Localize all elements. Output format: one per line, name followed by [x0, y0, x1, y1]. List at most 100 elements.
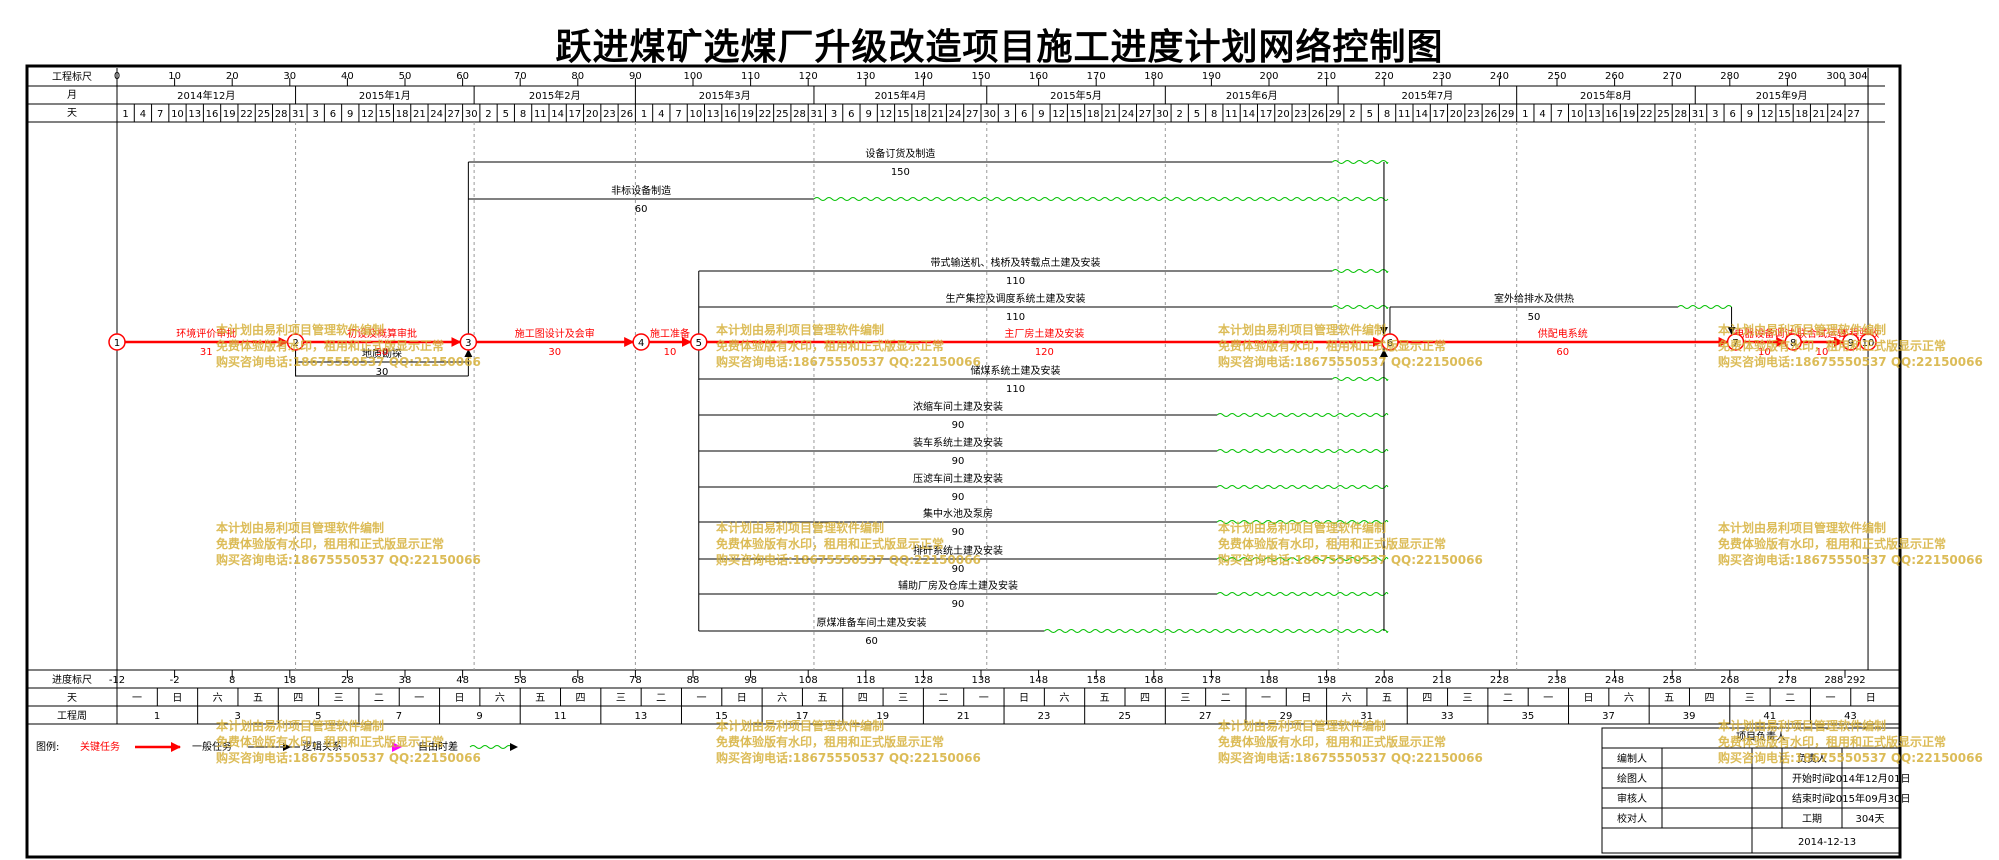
day-cell: 18 [396, 109, 409, 120]
event-node [1859, 333, 1877, 351]
progress-tick-label: 208 [1375, 675, 1394, 686]
critical-task-name: 供配电系统 [1538, 327, 1588, 340]
event-node-label: 6 [1387, 338, 1393, 349]
legend-label: 图例: [36, 740, 59, 753]
scale-tick-label: 110 [741, 71, 760, 82]
day-cell: 21 [413, 109, 426, 120]
scale-tick-label: 300 304 [1826, 71, 1867, 82]
critical-task-name: 施工准备 [650, 327, 690, 340]
weekday-cell: 日 [1301, 693, 1311, 704]
scale-tick-label: 70 [514, 71, 527, 82]
free-float [1332, 160, 1389, 164]
info-row-key: 负责人 [1797, 752, 1827, 765]
day-cell: 19 [741, 109, 754, 120]
day-cell: 25 [776, 109, 789, 120]
watermark-text: 购买咨询电话:18675550537 QQ:22150066 [1718, 750, 1983, 765]
month-cell: 2015年5月 [1050, 89, 1102, 102]
watermark-text: 购买咨询电话:18675550537 QQ:22150066 [716, 354, 981, 369]
event-node [1381, 333, 1399, 351]
day-cell: 6 [330, 109, 336, 120]
progress-tick-label: 168 [1144, 675, 1163, 686]
weekday-cell: 日 [1584, 693, 1594, 704]
weekday-cell: 三 [1745, 693, 1755, 704]
general-task-duration: 50 [1528, 312, 1541, 323]
free-float [1216, 592, 1389, 596]
general-task-name: 设备订货及制造 [865, 147, 935, 160]
project-week-cell: 37 [1602, 711, 1615, 722]
day-cell: 20 [586, 109, 599, 120]
month-cell: 2015年6月 [1226, 89, 1278, 102]
general-task-duration: 150 [891, 167, 910, 178]
weekday-cell: 一 [1825, 693, 1835, 704]
day-cell: 12 [1761, 109, 1774, 120]
progress-tick-label: 148 [1029, 675, 1048, 686]
legend-critical-label: 关键任务 [80, 740, 120, 753]
day-cell: 19 [1623, 109, 1636, 120]
day-cell: 3 [312, 109, 318, 120]
scale-tick-label: 80 [571, 71, 584, 82]
watermark-text: 免费体验版有水印，租用和正式版显示正常 [1218, 338, 1446, 353]
weekday-cell: 三 [898, 693, 908, 704]
day-cell: 3 [1004, 109, 1010, 120]
day-cell: 9 [347, 109, 353, 120]
day-cell: 2 [485, 109, 491, 120]
watermark-text: 本计划由易利项目管理软件编制 [1218, 520, 1386, 535]
day-cell: 16 [206, 109, 219, 120]
scale-tick-label: 190 [1202, 71, 1221, 82]
day-cell: 7 [157, 109, 163, 120]
general-task-name: 集中水池及泵房 [923, 507, 993, 520]
day-cell: 18 [1087, 109, 1100, 120]
day-cell: 23 [1467, 109, 1480, 120]
watermark-text: 本计划由易利项目管理软件编制 [216, 520, 384, 535]
scale-tick-label: 120 [799, 71, 818, 82]
project-week-cell: 19 [876, 711, 889, 722]
info-row-value: 2014年12月01日 [1830, 772, 1911, 785]
critical-task-duration: 120 [1035, 347, 1054, 358]
weekday-label: 天 [67, 693, 77, 704]
day-cell: 19 [223, 109, 236, 120]
day-cell: 6 [848, 109, 854, 120]
progress-tick-label: 218 [1432, 675, 1451, 686]
day-cell: 8 [1211, 109, 1217, 120]
day-cell: 22 [759, 109, 772, 120]
scale-tick-label: 0 [114, 71, 120, 82]
general-task-duration: 90 [952, 492, 965, 503]
day-cell: 8 [1384, 109, 1390, 120]
progress-tick-label: 98 [744, 675, 757, 686]
project-week-cell: 23 [1038, 711, 1051, 722]
general-task-duration: 90 [952, 599, 965, 610]
project-week-cell: 7 [396, 711, 402, 722]
free-float [1216, 413, 1389, 417]
progress-tick-label: 78 [629, 675, 642, 686]
project-week-cell: 5 [315, 711, 321, 722]
watermark-text: 购买咨询电话:18675550537 QQ:22150066 [716, 750, 981, 765]
scale-tick-label: 100 [683, 71, 702, 82]
progress-tick-label: 198 [1317, 675, 1336, 686]
watermark-text: 免费体验版有水印，租用和正式版显示正常 [1218, 536, 1446, 551]
general-task-duration: 30 [376, 367, 389, 378]
progress-scale-label: 进度标尺 [52, 673, 92, 686]
project-week-cell: 27 [1199, 711, 1212, 722]
day-cell: 3 [1712, 109, 1718, 120]
general-task-name: 生产集控及调度系统土建及安装 [946, 292, 1086, 305]
weekday-cell: 六 [213, 692, 223, 704]
project-week-cell: 29 [1280, 711, 1293, 722]
project-week-cell: 9 [476, 711, 482, 722]
event-node [1726, 333, 1745, 351]
scale-tick-label: 20 [226, 71, 239, 82]
critical-task-duration: 10 [1816, 347, 1829, 358]
watermark-text: 购买咨询电话:18675550537 QQ:22150066 [716, 552, 981, 567]
day-cell: 13 [188, 109, 201, 120]
day-cell: 30 [983, 109, 996, 120]
weekday-cell: 三 [1463, 693, 1473, 704]
scale-tick-label: 220 [1375, 71, 1394, 82]
day-cell: 15 [1778, 109, 1791, 120]
day-cell: 9 [865, 109, 871, 120]
project-week-cell: 35 [1522, 711, 1535, 722]
free-float [1677, 305, 1732, 309]
progress-tick-label: 178 [1202, 675, 1221, 686]
critical-task-name: 施工图设计及会审 [515, 327, 595, 340]
weekday-cell: 二 [1503, 693, 1513, 704]
day-cell: 16 [1605, 109, 1618, 120]
progress-tick-label: 188 [1259, 675, 1278, 686]
